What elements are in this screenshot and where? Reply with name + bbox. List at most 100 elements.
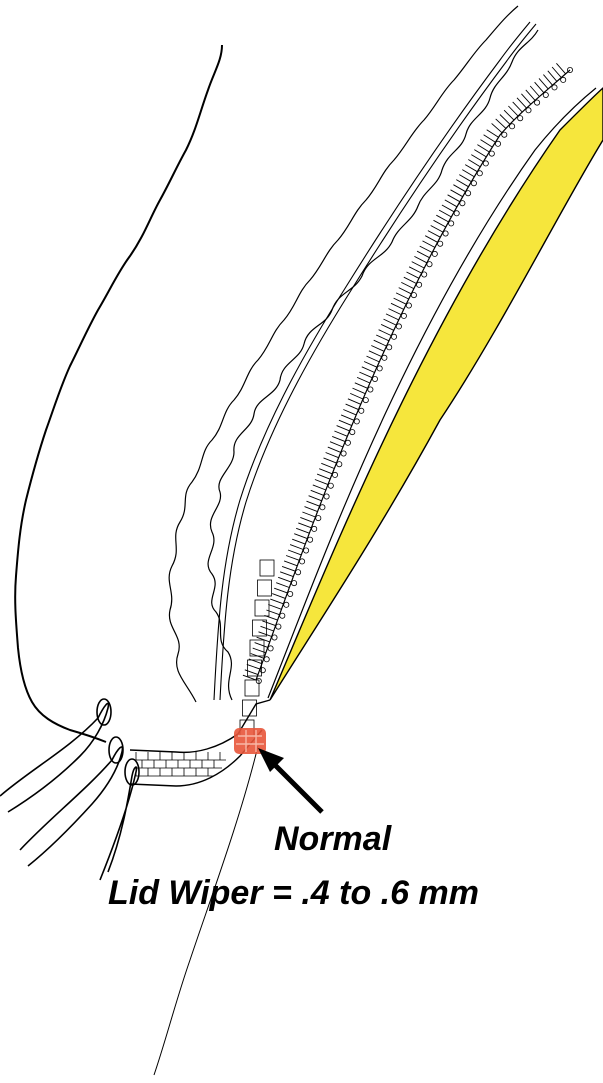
epithelium-cell xyxy=(459,175,471,182)
epithelium-cell xyxy=(517,98,527,108)
epithelium-cell xyxy=(431,226,443,233)
epithelium-cell xyxy=(266,610,279,615)
epithelium-cell xyxy=(348,399,361,405)
eyelash-follicle-1 xyxy=(0,703,108,812)
epithelium-cell xyxy=(276,583,289,588)
epithelium-cell xyxy=(307,501,320,506)
epithelium-cell xyxy=(337,426,350,431)
epithelium-cell xyxy=(471,155,483,162)
epithelium-cell xyxy=(453,185,465,192)
epithelium-cell xyxy=(321,463,334,468)
epithelium-cell xyxy=(247,664,260,669)
epithelium-cell xyxy=(255,643,268,648)
epithelium-cell xyxy=(367,356,380,362)
epithelium-cell-cap xyxy=(268,646,273,651)
pointer-arrow xyxy=(258,748,322,812)
epithelium-cell xyxy=(341,415,354,420)
outer-eyelid-skin xyxy=(15,45,222,742)
epithelium-cell xyxy=(381,324,394,330)
epithelium-cell xyxy=(374,340,387,346)
epithelium-cell-cap xyxy=(300,559,305,564)
epithelium-cell xyxy=(350,393,363,399)
epithelium-cell-cap xyxy=(341,451,346,456)
epithelium-cell-cap xyxy=(324,494,329,499)
eyelash-follicle-3 xyxy=(100,767,137,880)
epithelium-cell xyxy=(548,71,557,82)
epithelium-cell xyxy=(315,480,328,485)
epithelium-cell xyxy=(439,210,451,217)
epithelium-cell xyxy=(305,507,318,512)
epithelium-cell xyxy=(284,561,297,566)
epithelium-cell xyxy=(346,404,359,410)
epithelium-cell xyxy=(261,626,274,631)
epithelium-cell-cap xyxy=(354,419,359,424)
epithelium-cell xyxy=(451,190,463,197)
corneal-stroma xyxy=(270,88,603,700)
epithelium-cell xyxy=(313,485,326,490)
epithelium-cell xyxy=(317,474,330,479)
epithelium-cell xyxy=(272,594,285,599)
eyelash-bulb-3 xyxy=(125,759,139,785)
eyelash-bulb-2 xyxy=(109,737,123,763)
annotation-lid-wiper: Lid Wiper = .4 to .6 mm xyxy=(108,876,479,910)
epithelium-cell xyxy=(500,115,510,125)
epithelium-cell xyxy=(412,262,425,268)
epithelium-cell xyxy=(404,277,417,283)
epithelium-cell-cap xyxy=(292,581,297,586)
epithelium-cell xyxy=(332,436,345,441)
epithelium-cell xyxy=(530,86,539,97)
epithelium-cell xyxy=(442,205,454,212)
margin-cell xyxy=(260,560,274,576)
epithelium-cell-cap xyxy=(337,462,342,467)
epithelium-cell xyxy=(391,303,404,309)
epithelium-cell xyxy=(298,523,311,528)
epithelium-cell xyxy=(417,251,429,258)
epithelium-cell xyxy=(445,200,457,207)
epithelium-cell xyxy=(311,490,324,495)
epithelium-cell-cap xyxy=(368,387,373,392)
epithelium-cell-cap xyxy=(332,472,337,477)
epithelium-cell-cap xyxy=(328,483,333,488)
epithelium-cell-cap xyxy=(260,668,265,673)
epithelium-cell xyxy=(294,534,307,539)
epithelium-cell-cap xyxy=(377,366,382,371)
epithelium-cell xyxy=(278,577,291,582)
epithelium-cell xyxy=(369,351,382,357)
epithelium-cell xyxy=(396,293,409,299)
margin-cell xyxy=(258,580,272,596)
epithelium-cell xyxy=(319,469,332,474)
epithelium-cell xyxy=(468,160,480,167)
epithelium-cell xyxy=(334,431,347,436)
epithelium-cell xyxy=(262,621,275,626)
epithelium-cell xyxy=(465,165,477,172)
epithelium-cell xyxy=(324,458,337,463)
epithelium-cell xyxy=(508,106,518,116)
epithelium-cell xyxy=(487,130,499,138)
epithelium-cell-cap xyxy=(320,505,325,510)
epithelium-cell-cap xyxy=(272,635,277,640)
epithelium-cell-cap xyxy=(288,591,293,596)
epithelium-cell xyxy=(556,63,565,74)
epithelium-cell xyxy=(309,496,322,501)
epithelium-cell-cap xyxy=(280,613,285,618)
annotation-normal: Normal xyxy=(274,822,391,856)
epithelium-cell xyxy=(434,220,446,227)
epithelium-cell xyxy=(343,410,356,415)
epithelium-cell xyxy=(379,330,392,336)
epithelium-cell xyxy=(302,512,315,517)
epithelium-cell xyxy=(386,314,399,320)
epithelium-cell xyxy=(401,282,414,288)
epithelium-cell-cap xyxy=(296,570,301,575)
epithelium-outer-boundary xyxy=(256,70,570,680)
epithelium-cell xyxy=(353,388,366,394)
epithelium-cell xyxy=(496,119,506,128)
epithelium-cell xyxy=(371,346,384,352)
epithelium-cell xyxy=(428,231,440,238)
arrow-shaft xyxy=(268,758,322,812)
epithelium-cell xyxy=(407,272,420,278)
epithelium-cell xyxy=(389,309,402,315)
epithelium-cell xyxy=(330,442,343,447)
epithelium-cell xyxy=(481,140,493,148)
epithelium-cell xyxy=(270,599,283,604)
